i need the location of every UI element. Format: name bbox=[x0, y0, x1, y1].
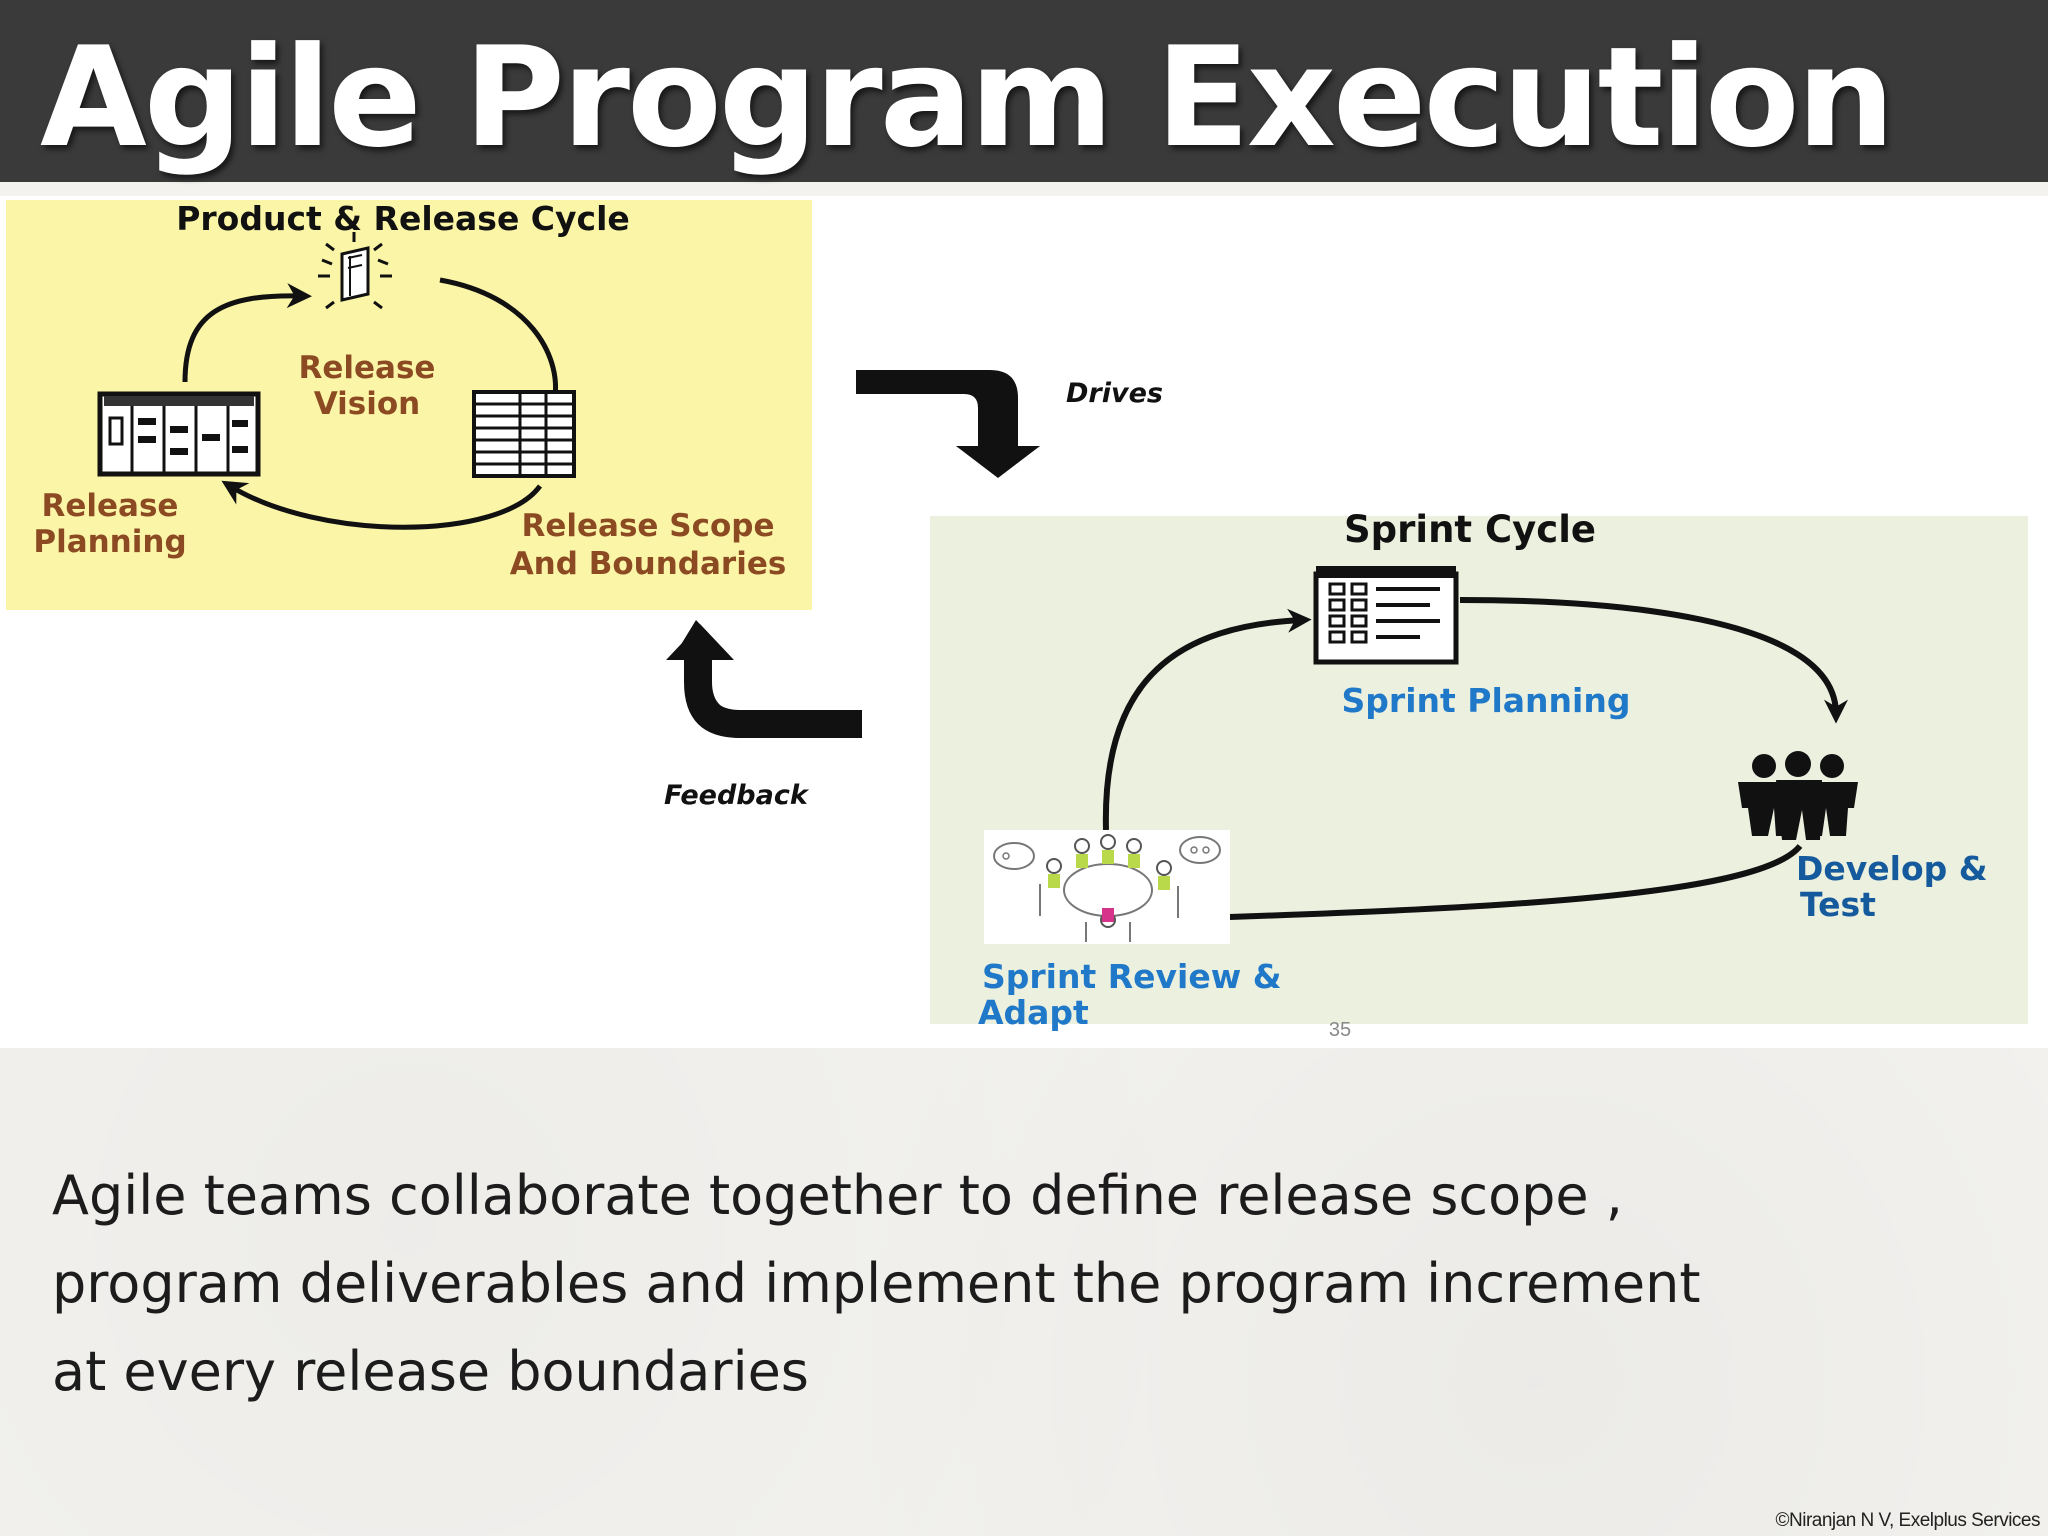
sprint-planning-label: Sprint Planning bbox=[1342, 681, 1631, 720]
sprint-cycle-heading: Sprint Cycle bbox=[1344, 508, 1596, 551]
release-planning-label-line1: Release bbox=[42, 488, 179, 524]
release-cycle-panel: Product & Release Cycle Release Vision bbox=[6, 199, 812, 610]
cycle-arrow-vision-to-scope bbox=[439, 277, 559, 397]
sprint-arrow-review-to-planning bbox=[1102, 608, 1312, 831]
slide-title: Agile Program Execution bbox=[40, 17, 1895, 178]
release-vision-icon bbox=[318, 232, 392, 310]
agile-diagram: Product & Release Cycle Release Vision bbox=[0, 196, 2048, 1048]
body-line-3: at every release boundaries bbox=[52, 1340, 809, 1403]
feedback-label: Feedback bbox=[664, 780, 810, 811]
release-scope-label-line1: Release Scope bbox=[522, 508, 775, 544]
body-line-1: Agile teams collaborate together to defi… bbox=[52, 1164, 1623, 1227]
sprint-cycle-panel: Sprint Cycle Spri bbox=[930, 508, 2028, 1032]
sprint-arrow-planning-to-develop bbox=[1459, 597, 1848, 724]
cycle-arrow-scope-to-planning bbox=[221, 480, 543, 530]
release-vision-label-line1: Release bbox=[299, 350, 436, 386]
title-bar: Agile Program Execution bbox=[0, 0, 2048, 182]
team-icon bbox=[1738, 751, 1858, 840]
release-cycle-heading: Product & Release Cycle bbox=[176, 199, 630, 238]
develop-test-label-line2: Test bbox=[1800, 885, 1876, 924]
sprint-backlog-icon bbox=[1313, 566, 1459, 665]
release-planning-label-line2: Planning bbox=[33, 524, 186, 560]
sprint-review-label-line2: Adapt bbox=[978, 993, 1089, 1032]
drives-arrow bbox=[856, 370, 1040, 478]
release-scope-table-icon bbox=[472, 390, 576, 478]
body-line-2: program deliverables and implement the p… bbox=[52, 1252, 1701, 1315]
sprint-review-meeting-icon bbox=[984, 830, 1230, 944]
sprint-review-label-line1: Sprint Review & bbox=[982, 957, 1281, 996]
drives-label: Drives bbox=[1066, 378, 1163, 409]
develop-test-label-line1: Develop & bbox=[1796, 849, 1988, 888]
feedback-arrow bbox=[666, 620, 862, 738]
cycle-arrow-planning-to-vision bbox=[182, 283, 312, 383]
release-scope-label-line2: And Boundaries bbox=[510, 546, 787, 582]
release-planning-board-icon bbox=[97, 391, 261, 477]
slide-body-text: Agile teams collaborate together to defi… bbox=[52, 1152, 1752, 1416]
sprint-arrow-develop-to-review bbox=[1190, 844, 1803, 930]
release-vision-label-line2: Vision bbox=[314, 386, 421, 422]
copyright-footer: ©Niranjan N V, Exelplus Services bbox=[1775, 1510, 2041, 1531]
page-number: 35 bbox=[1329, 1019, 1351, 1041]
